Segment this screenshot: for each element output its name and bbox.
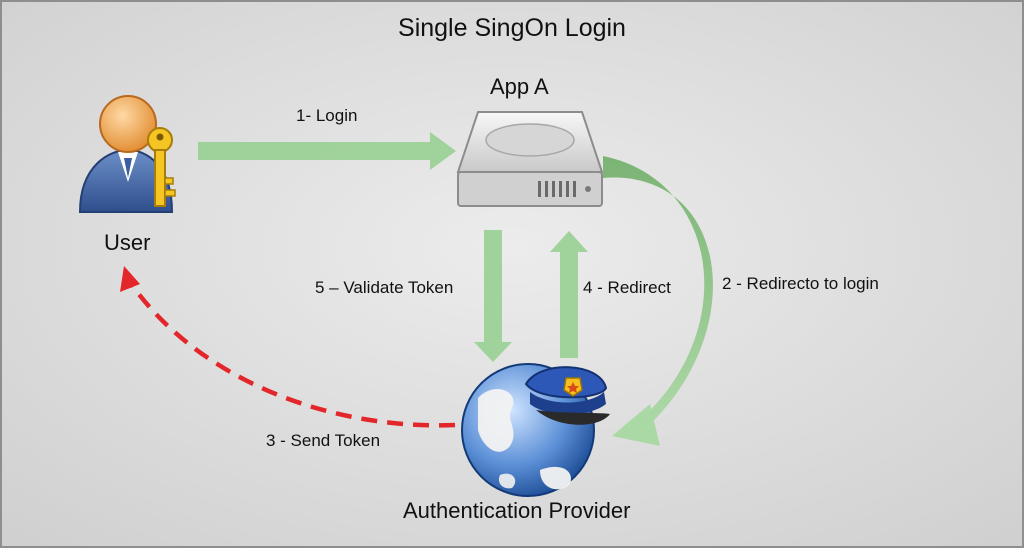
app-node-label: App A (490, 74, 549, 99)
redirect-to-login-step-label: 2 - Redirecto to login (722, 274, 879, 293)
validate-token-arrow (474, 230, 512, 362)
redirect-step-label: 4 - Redirect (583, 278, 671, 297)
user-with-key-icon (78, 95, 176, 213)
provider-node-label: Authentication Provider (403, 498, 631, 523)
user-node-label: User (104, 230, 151, 255)
redirect-arrow (550, 231, 588, 358)
diagram-title: Single SingOn Login (398, 14, 626, 42)
globe-with-police-cap-icon (461, 363, 610, 497)
login-arrow (198, 132, 456, 170)
validate-token-step-label: 5 – Validate Token (315, 278, 454, 297)
redirect-to-login-arrow (603, 156, 713, 446)
send-token-arrow (120, 266, 456, 428)
login-step-label: 1- Login (296, 106, 358, 125)
server-drive-icon (456, 111, 604, 207)
send-token-step-label: 3 - Send Token (266, 431, 381, 450)
